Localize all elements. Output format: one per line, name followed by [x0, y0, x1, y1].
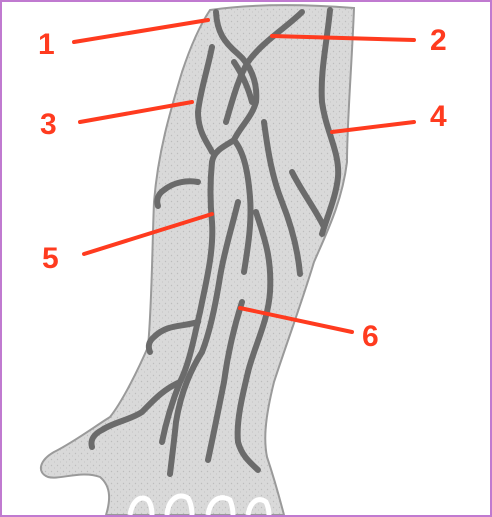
leader-line-1 — [74, 20, 208, 42]
label-3: 3 — [40, 108, 57, 141]
label-5: 5 — [42, 242, 59, 275]
label-6: 6 — [362, 320, 379, 353]
label-2: 2 — [430, 24, 447, 57]
arm-silhouette — [41, 5, 354, 515]
label-4: 4 — [430, 100, 447, 133]
label-1: 1 — [38, 28, 55, 61]
